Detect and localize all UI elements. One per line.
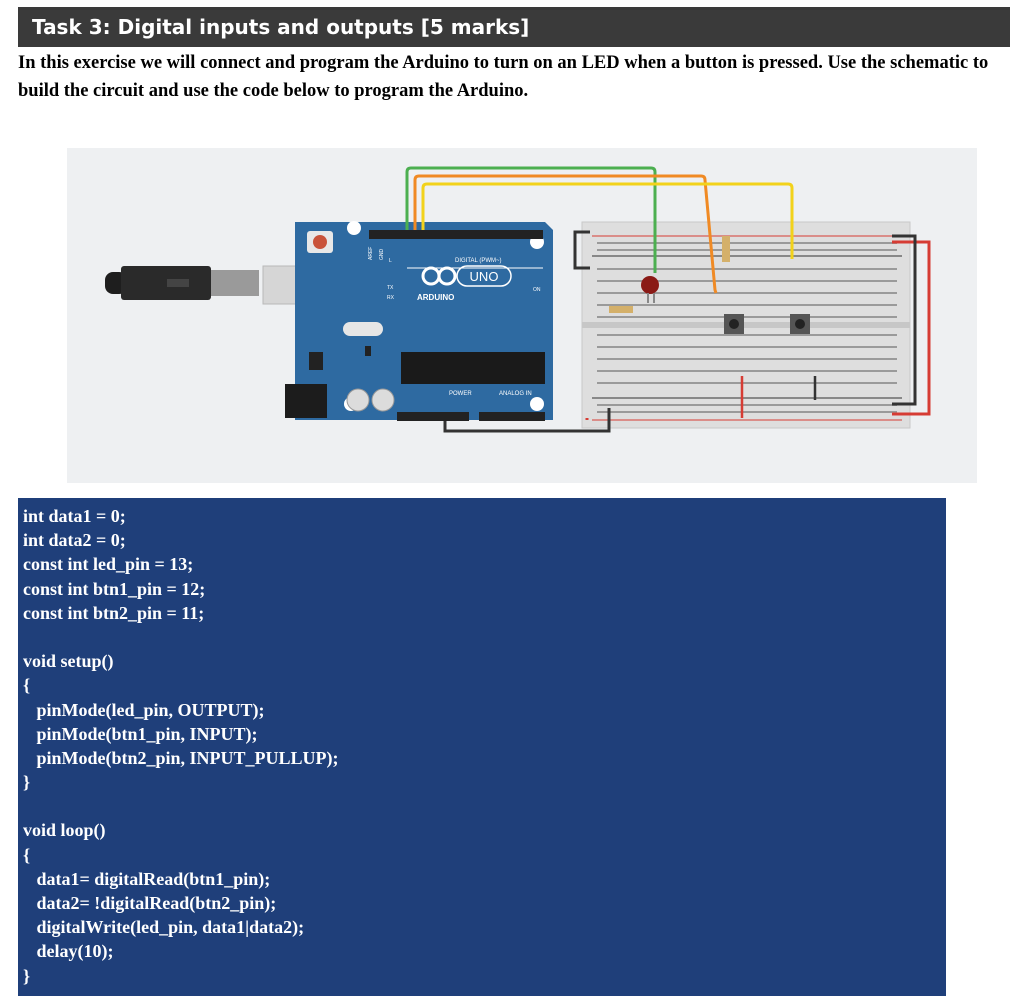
code-line: const int led_pin = 13;	[23, 554, 194, 575]
aref-label: AREF	[368, 247, 374, 260]
code-line: data2= !digitalRead(btn2_pin);	[23, 893, 277, 913]
on-label: ON	[533, 287, 541, 293]
code-block: int data1 = 0; int data2 = 0; const int le…	[18, 498, 946, 996]
wires	[405, 166, 931, 433]
code-line: void setup()	[23, 651, 114, 672]
code-line: int data1 = 0;	[23, 506, 126, 526]
code-line	[23, 794, 946, 818]
code-line: pinMode(led_pin, OUTPUT);	[23, 699, 265, 720]
code-line: const int btn1_pin = 12;	[23, 578, 206, 599]
usb-cable	[105, 265, 316, 305]
code-line: {	[23, 675, 31, 696]
arduino-board: UNO ARDUINO DIGITAL (PWM~) POWER ANALOG …	[285, 221, 553, 421]
circuit-schematic: UNO ARDUINO DIGITAL (PWM~) POWER ANALOG …	[105, 166, 931, 433]
rx-label: RX	[387, 295, 395, 301]
l-label: L	[389, 258, 392, 264]
power-label: POWER	[449, 391, 472, 397]
code-line: pinMode(btn2_pin, INPUT_PULLUP);	[23, 747, 339, 768]
code-line: digitalWrite(led_pin, data1|data2);	[23, 917, 305, 938]
arduino-label: ARDUINO	[417, 293, 454, 302]
analog-label: ANALOG IN	[499, 391, 532, 397]
breadboard	[581, 221, 911, 429]
intro-paragraph: In this exercise we will connect and pro…	[18, 53, 989, 101]
code-line: void loop()	[23, 820, 106, 841]
code-line: data1= digitalRead(btn1_pin);	[23, 868, 271, 889]
code-line: const int btn2_pin = 11;	[23, 602, 205, 623]
code-line: delay(10);	[23, 941, 114, 962]
task-title: Task 3: Digital inputs and outputs [5 ma…	[32, 15, 530, 39]
circuit-figure: UNO ARDUINO DIGITAL (PWM~) POWER ANALOG …	[67, 148, 977, 483]
led	[641, 276, 659, 294]
resistor-vertical	[722, 236, 730, 262]
code-line: }	[23, 772, 31, 793]
code-line: {	[23, 844, 31, 865]
code-line	[23, 625, 946, 649]
uno-label: UNO	[470, 269, 499, 284]
resistor-horizontal	[609, 306, 633, 313]
code-line: }	[23, 965, 31, 986]
code-line: pinMode(btn1_pin, INPUT);	[23, 723, 258, 744]
gnd-label: GND	[379, 249, 385, 261]
tx-label: TX	[387, 285, 394, 291]
digital-label: DIGITAL (PWM~)	[455, 258, 502, 264]
task-header: Task 3: Digital inputs and outputs [5 ma…	[18, 7, 1010, 47]
code-line: int data2 = 0;	[23, 530, 126, 551]
